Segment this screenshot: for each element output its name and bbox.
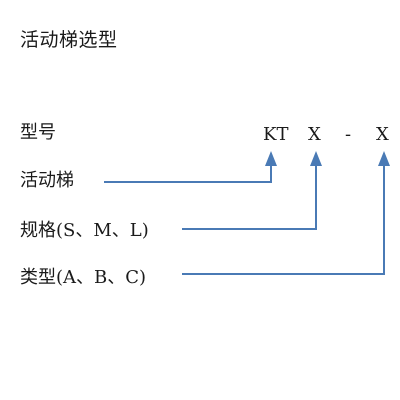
arrowhead-spec xyxy=(310,151,322,166)
connector-spec xyxy=(182,166,317,230)
item-type-label: 类型(A、B、C) xyxy=(20,267,147,288)
connector-ladder xyxy=(104,166,272,183)
arrowhead-ladder xyxy=(265,151,277,166)
model-label: 型号 xyxy=(20,122,56,143)
code-type-var: X xyxy=(376,124,389,145)
code-prefix: KT xyxy=(263,124,289,145)
item-ladder-label: 活动梯 xyxy=(20,170,74,191)
connector-lines xyxy=(104,166,385,275)
arrowhead-type xyxy=(378,151,390,166)
connector-type xyxy=(182,166,385,275)
diagram-title: 活动梯选型 xyxy=(20,29,118,51)
item-spec-label: 规格(S、M、L) xyxy=(20,220,149,241)
code-size-var: X xyxy=(308,124,321,145)
connector-arrowheads xyxy=(265,151,390,166)
code-separator: - xyxy=(345,124,352,145)
